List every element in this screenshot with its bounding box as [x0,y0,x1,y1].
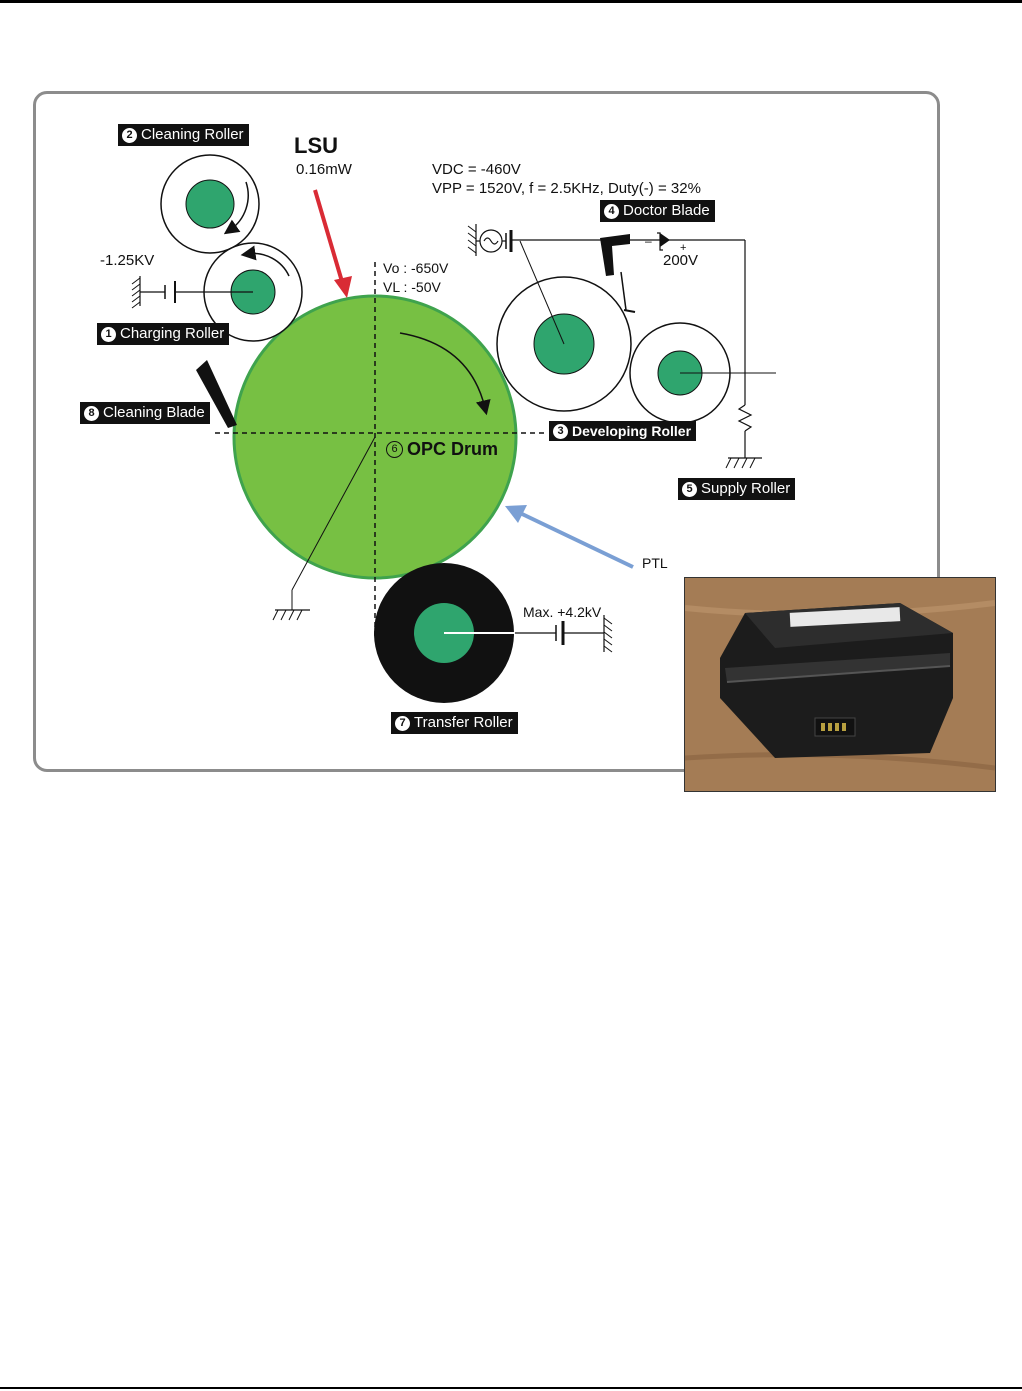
ptl-label: PTL [642,555,668,571]
ptl-arrow [520,513,633,567]
doctor-blade-voltage: 200V [663,252,698,269]
vdc-voltage: VDC = -460V [432,161,521,178]
lsu-title: LSU [294,133,338,159]
supply-roller [630,323,776,423]
plus-sign: + [680,242,686,254]
vpp-voltage: VPP = 1520V, f = 2.5KHz, Duty(-) = 32% [432,180,701,197]
lsu-power: 0.16mW [296,161,352,178]
charging-voltage: -1.25KV [100,252,154,269]
transfer-roller [374,563,612,703]
vl-voltage: VL : -50V [383,279,441,295]
toner-cartridge-photo [684,577,996,792]
minus-sign: – [645,234,652,248]
transfer-voltage: Max. +4.2kV [523,604,601,620]
lsu-arrow [315,190,343,285]
bottom-rule [0,1387,1022,1389]
cleaning-roller [161,155,259,253]
v0-voltage: Vo : -650V [383,260,448,276]
